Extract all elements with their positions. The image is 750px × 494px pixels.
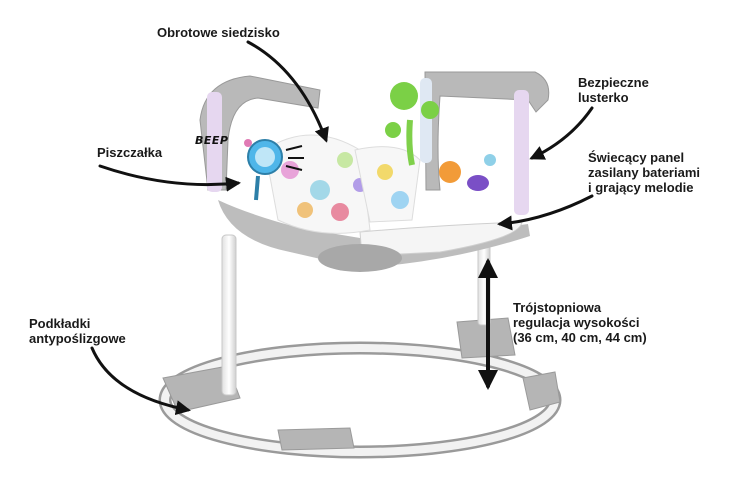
squeaker-toy (244, 139, 283, 201)
hanging-strap (207, 78, 529, 215)
light-panel-toy (439, 154, 496, 191)
label-swivel-seat: Obrotowe siedzisko (157, 25, 280, 40)
label-squeaker: Piszczałka (97, 145, 163, 160)
tree-toy (385, 82, 439, 166)
arrow-anti-slip (90, 346, 191, 416)
seat-fabric (264, 134, 421, 234)
arrow-light-panel (497, 194, 594, 231)
arrow-swivel-seat (246, 40, 329, 143)
annotation-arrows (90, 40, 594, 416)
label-anti-slip-pads: Podkładki antypoślizgowe (29, 316, 126, 346)
label-height-adjustment: Trójstopniowa regulacja wysokości (36 cm… (513, 300, 647, 345)
arrow-mirror (529, 106, 594, 160)
label-safe-mirror: Bezpieczne lusterko (578, 75, 649, 105)
beep-sound-text: BEEP (195, 134, 229, 147)
label-light-panel: Świecący panel zasilany bateriami i graj… (588, 150, 700, 195)
arrow-squeaker (98, 164, 241, 192)
sound-lines (285, 145, 304, 171)
anti-slip-pad (162, 317, 561, 451)
